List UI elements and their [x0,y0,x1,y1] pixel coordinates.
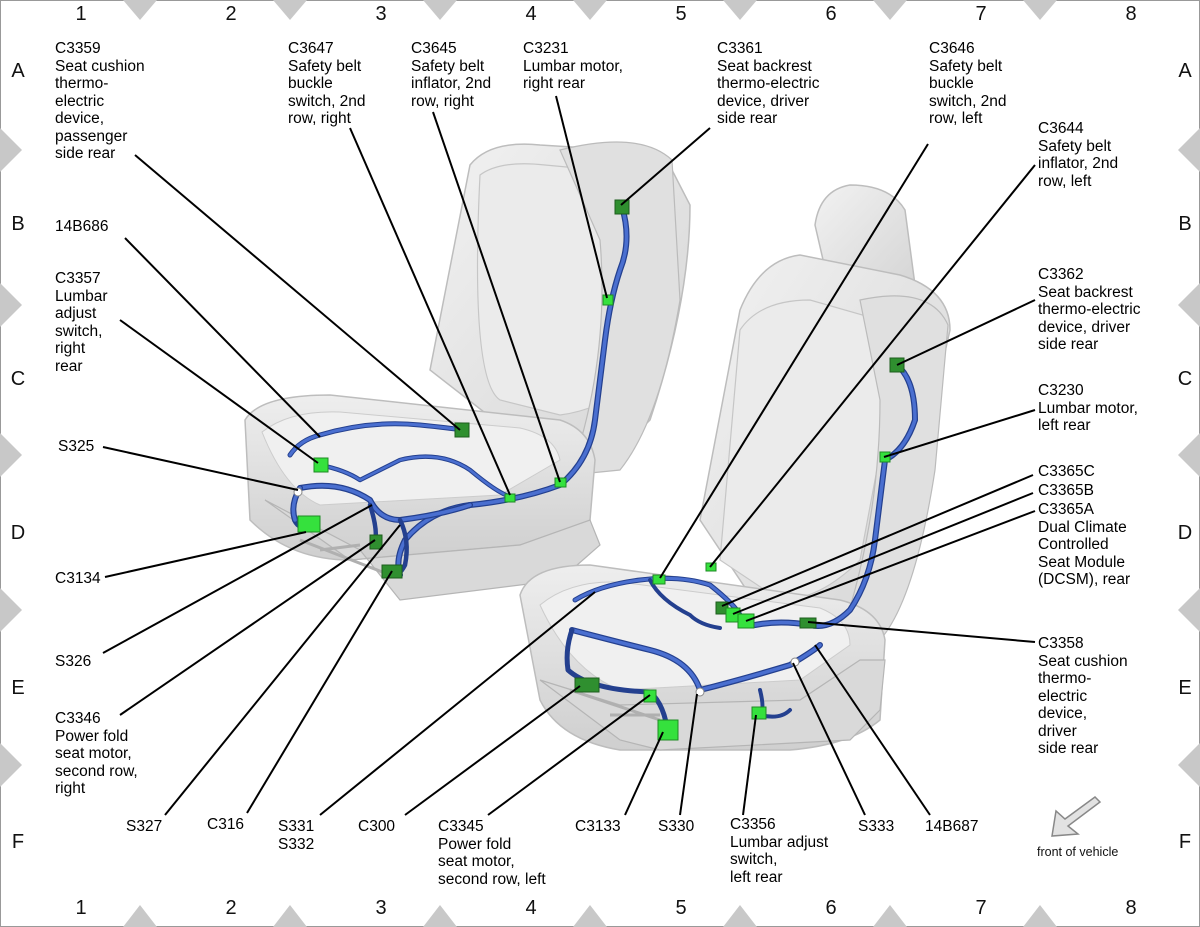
label-c3134: C3134 [55,570,101,587]
grid-col-6-bottom: 6 [825,897,837,919]
label-c3362: C3362 Seat backrest thermo-electric devi… [1038,266,1141,353]
grid-col-5-top: 5 [675,3,687,25]
connectors [293,199,905,741]
seat-left-row [519,184,951,751]
connector-c3231 [602,294,614,306]
grid-col-4-top: 4 [525,3,537,25]
connector-c3361 [614,199,630,215]
grid-col-6-top: 6 [825,3,837,25]
connector-c3646 [652,574,666,585]
connector-c3645 [554,477,567,488]
grid-row-a-left: A [11,60,25,82]
grid-row-d-left: D [10,522,26,544]
label-c3359: C3359 Seat cushion thermo- electric devi… [55,40,145,162]
label-c3644: C3644 Safety belt inflator, 2nd row, lef… [1038,120,1119,190]
grid-row-c-right: C [1177,368,1193,390]
grid-row-a-right: A [1178,60,1192,82]
grid-col-7-bottom: 7 [975,897,987,919]
grid-col-3-bottom: 3 [375,897,387,919]
front-of-vehicle-label: front of vehicle [1037,845,1119,859]
grid-row-d-right: D [1177,522,1193,544]
connector-c316 [369,534,383,550]
label-c3647: C3647 Safety belt buckle switch, 2nd row… [288,40,366,127]
grid-col-1-top: 1 [75,3,87,25]
label-s327: S327 [126,818,163,835]
label-c3645: C3645 Safety belt inflator, 2nd row, rig… [411,40,492,110]
grid-row-e-left: E [11,677,25,699]
label-c3133: C3133 [575,818,621,835]
label-c316: C316 [207,816,245,833]
label-c3365c: C3365C [1038,463,1095,480]
front-of-vehicle-arrow-icon [1051,796,1102,837]
splice-s333 [790,657,800,667]
connector-c3133 [657,719,679,741]
grid-row-e-right: E [1178,677,1192,699]
connector-c3345 [574,677,600,693]
connector-c3357 [313,457,329,473]
grid-row-c-left: C [10,368,26,390]
grid-row-f-left: F [11,831,25,853]
connector-c3356 [751,706,767,720]
label-c300: C300 [358,818,396,835]
grid-col-2-top: 2 [225,3,237,25]
label-c3358: C3358 Seat cushion thermo- electric devi… [1038,635,1128,757]
grid-col-8-top: 8 [1125,3,1137,25]
grid-col-1-bottom: 1 [75,897,87,919]
grid-col-8-bottom: 8 [1125,897,1137,919]
label-c3646: C3646 Safety belt buckle switch, 2nd row… [929,40,1007,127]
splice-s330 [695,687,705,697]
grid-col-5-bottom: 5 [675,897,687,919]
label-c3346: C3346 Power fold seat motor, second row,… [55,710,138,797]
label-c3230: C3230 Lumbar motor, left rear [1038,382,1138,434]
label-c3356: C3356 Lumbar adjust switch, left rear [730,816,829,886]
label-c3365b: C3365B [1038,482,1095,499]
leader-lines [102,95,1036,816]
label-c3357: C3357 Lumbar adjust switch, right rear [55,270,108,375]
label-14b687: 14B687 [925,818,979,835]
grid-row-b-left: B [11,213,25,235]
grid-col-3-top: 3 [375,3,387,25]
label-c3365a: C3365A Dual Climate Controlled Seat Modu… [1038,501,1131,588]
connector-c3647 [504,493,516,503]
grid-row-f-right: F [1178,831,1192,853]
label-s333: S333 [858,818,895,835]
label-s325: S325 [58,438,95,455]
label-s330: S330 [658,818,695,835]
label-s326: S326 [55,653,92,670]
label-c3345: C3345 Power fold seat motor, second row,… [438,818,546,888]
grid-col-7-top: 7 [975,3,987,25]
connector-c3359 [454,422,470,438]
grid-col-4-bottom: 4 [525,897,537,919]
label-c3361: C3361 Seat backrest thermo-electric devi… [717,40,820,127]
label-c3231: C3231 Lumbar motor, right rear [523,40,623,92]
grid-row-b-right: B [1178,213,1192,235]
label-s331-s332: S331 S332 [278,818,315,853]
label-14b686: 14B686 [55,218,109,235]
grid-col-2-bottom: 2 [225,897,237,919]
connector-c3134 [297,515,321,533]
